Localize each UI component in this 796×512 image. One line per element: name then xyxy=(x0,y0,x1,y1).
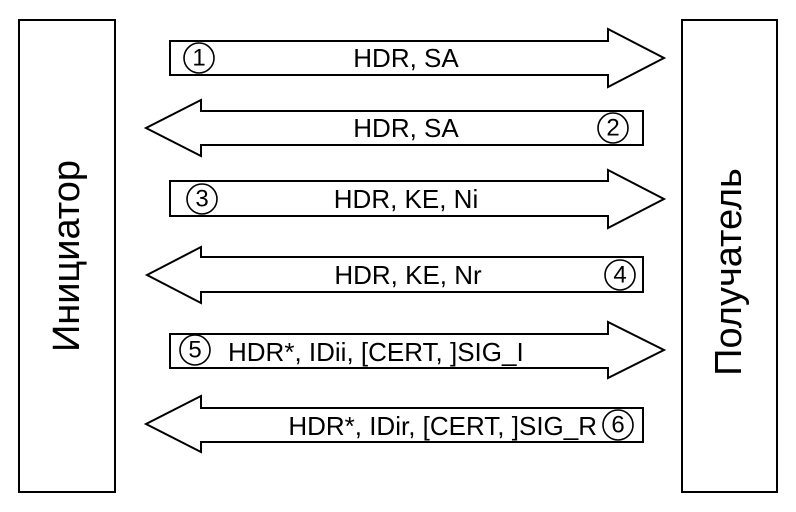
message-arrow-5: 5 HDR*, IDii, [CERT, ]SIG_I xyxy=(169,320,667,380)
message-label: HDR, KE, Nr xyxy=(334,260,482,290)
message-arrow-3: 3 HDR, KE, Ni xyxy=(169,168,667,230)
initiator-label: Инициатор xyxy=(46,160,88,352)
step-number-circle xyxy=(186,183,218,215)
responder-box: Получатель xyxy=(681,19,778,493)
message-label: HDR, SA xyxy=(353,113,459,143)
message-arrow-6: 6 HDR*, IDir, [CERT, ]SIG_R xyxy=(143,394,644,454)
step-number: 1 xyxy=(192,45,205,72)
step-number-circle xyxy=(183,42,215,74)
step-number: 2 xyxy=(606,115,619,142)
message-label: HDR*, IDii, [CERT, ]SIG_I xyxy=(228,337,524,367)
message-arrow-2: 2 HDR, SA xyxy=(143,98,644,158)
step-number-circle xyxy=(597,112,629,144)
message-label: HDR, SA xyxy=(353,43,459,73)
step-number: 5 xyxy=(188,337,201,364)
message-label: HDR*, IDir, [CERT, ]SIG_R xyxy=(288,411,597,441)
responder-label: Получатель xyxy=(708,168,750,376)
step-number-circle xyxy=(604,259,636,291)
step-number: 4 xyxy=(613,262,626,289)
message-label: HDR, KE, Ni xyxy=(334,184,478,214)
step-number: 3 xyxy=(195,186,208,213)
step-number-circle xyxy=(179,334,211,366)
step-number: 6 xyxy=(611,412,624,439)
message-arrow-1: 1 HDR, SA xyxy=(169,27,667,89)
initiator-box: Инициатор xyxy=(18,19,116,493)
step-number-circle xyxy=(602,409,634,441)
message-arrow-4: 4 HDR, KE, Nr xyxy=(144,245,644,305)
